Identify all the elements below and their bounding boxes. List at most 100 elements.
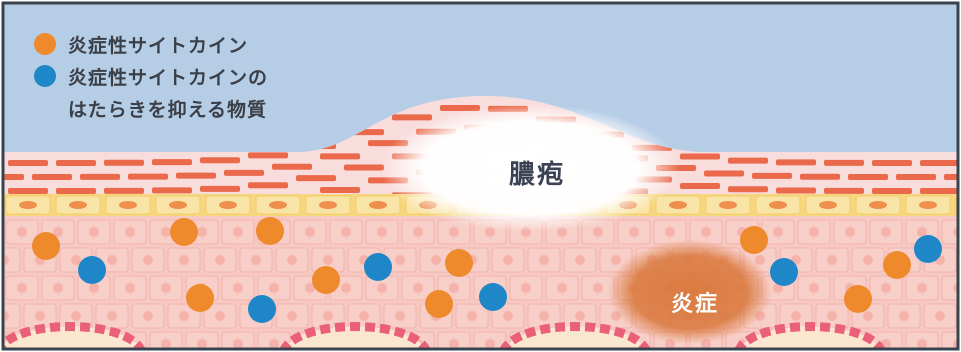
brick-shape: [56, 159, 96, 166]
spinous-nucleus: [809, 283, 819, 293]
spinous-nucleus: [485, 339, 495, 348]
spinous-nucleus: [953, 283, 957, 293]
cytokine-dot: [844, 285, 872, 313]
spinous-nucleus: [863, 255, 873, 265]
spinous-nucleus: [125, 283, 135, 293]
spinous-nucleus: [323, 255, 333, 265]
spinous-nucleus: [377, 283, 387, 293]
spinous-nucleus: [341, 283, 351, 293]
granular-nucleus: [319, 201, 337, 209]
spinous-nucleus: [773, 227, 783, 237]
spinous-nucleus: [35, 311, 45, 321]
spinous-nucleus: [881, 283, 891, 293]
brick-shape: [824, 187, 864, 194]
cytokine-dot: [312, 266, 340, 294]
brick-shape: [200, 185, 240, 192]
spinous-nucleus: [899, 311, 909, 321]
spinous-nucleus: [233, 283, 243, 293]
spinous-nucleus: [593, 283, 603, 293]
spinous-nucleus: [71, 255, 81, 265]
brick-shape: [200, 157, 240, 164]
granular-nucleus: [769, 201, 787, 209]
spinous-nucleus: [449, 339, 459, 348]
inhibitor-dot: [364, 253, 392, 281]
brick-shape: [680, 153, 720, 160]
brick-shape: [944, 173, 957, 180]
papilla-core: [285, 326, 425, 348]
cytokine-dot: [445, 249, 473, 277]
spinous-nucleus: [197, 339, 207, 348]
papilla-outline: [4, 322, 145, 348]
spinous-nucleus: [287, 255, 297, 265]
spinous-cell: [4, 247, 21, 273]
spinous-nucleus: [107, 255, 117, 265]
spinous-nucleus: [449, 227, 459, 237]
brick-shape: [176, 172, 216, 179]
spinous-nucleus: [575, 255, 585, 265]
granular-nucleus: [19, 201, 37, 209]
papilla-outline: [500, 322, 650, 348]
brick-shape: [848, 173, 888, 180]
granular-nucleus: [869, 201, 887, 209]
brick-shape: [680, 183, 720, 190]
granular-nucleus: [269, 201, 287, 209]
brick-shape: [872, 159, 912, 166]
inhibitor-dot: [78, 256, 106, 284]
granular-nucleus: [119, 201, 137, 209]
brick-shape: [224, 169, 264, 176]
spinous-nucleus: [395, 255, 405, 265]
spinous-nucleus: [107, 311, 117, 321]
papilla-core: [505, 326, 645, 348]
cytokine-dot: [740, 226, 768, 254]
spinous-nucleus: [53, 283, 63, 293]
brick-shape: [104, 187, 144, 194]
pustule-blob: [380, 104, 680, 232]
spinous-nucleus: [179, 311, 189, 321]
spinous-nucleus: [809, 227, 819, 237]
spinous-nucleus: [215, 311, 225, 321]
brick-shape: [152, 159, 192, 166]
spinous-nucleus: [269, 283, 279, 293]
spinous-nucleus: [4, 311, 9, 321]
legend-label-inhibitor-line1: 炎症性サイトカインの: [68, 66, 269, 89]
brick-shape: [320, 153, 360, 160]
brick-shape: [752, 172, 792, 179]
brick-shape: [32, 173, 72, 180]
spinous-nucleus: [413, 283, 423, 293]
spinous-nucleus: [557, 283, 567, 293]
brick-shape: [704, 170, 744, 177]
spinous-nucleus: [449, 283, 459, 293]
spinous-nucleus: [845, 227, 855, 237]
granular-nucleus: [69, 201, 87, 209]
brick-shape: [392, 114, 432, 121]
spinous-nucleus: [629, 227, 639, 237]
spinous-nucleus: [917, 227, 927, 237]
spinous-nucleus: [701, 227, 711, 237]
spinous-nucleus: [413, 227, 423, 237]
spinous-cell: [941, 219, 957, 245]
spinous-nucleus: [953, 227, 957, 237]
spinous-nucleus: [827, 311, 837, 321]
spinous-nucleus: [881, 227, 891, 237]
brick-shape: [920, 159, 957, 166]
cytokine-dot: [425, 290, 453, 318]
spinous-nucleus: [17, 283, 27, 293]
spinous-nucleus: [953, 339, 957, 348]
spinous-nucleus: [341, 227, 351, 237]
spinous-nucleus: [503, 311, 513, 321]
spinous-nucleus: [143, 255, 153, 265]
inflammation-blob: [608, 240, 772, 344]
spinous-nucleus: [71, 311, 81, 321]
spinous-nucleus: [791, 311, 801, 321]
spinous-nucleus: [287, 311, 297, 321]
inflammation-label: 炎症: [670, 292, 719, 317]
spinous-nucleus: [575, 311, 585, 321]
spinous-nucleus: [215, 255, 225, 265]
spinous-nucleus: [539, 255, 549, 265]
brick-shape: [4, 173, 24, 180]
papilla-outline: [280, 322, 430, 348]
inhibitor-dot: [914, 235, 942, 263]
spinous-nucleus: [143, 311, 153, 321]
